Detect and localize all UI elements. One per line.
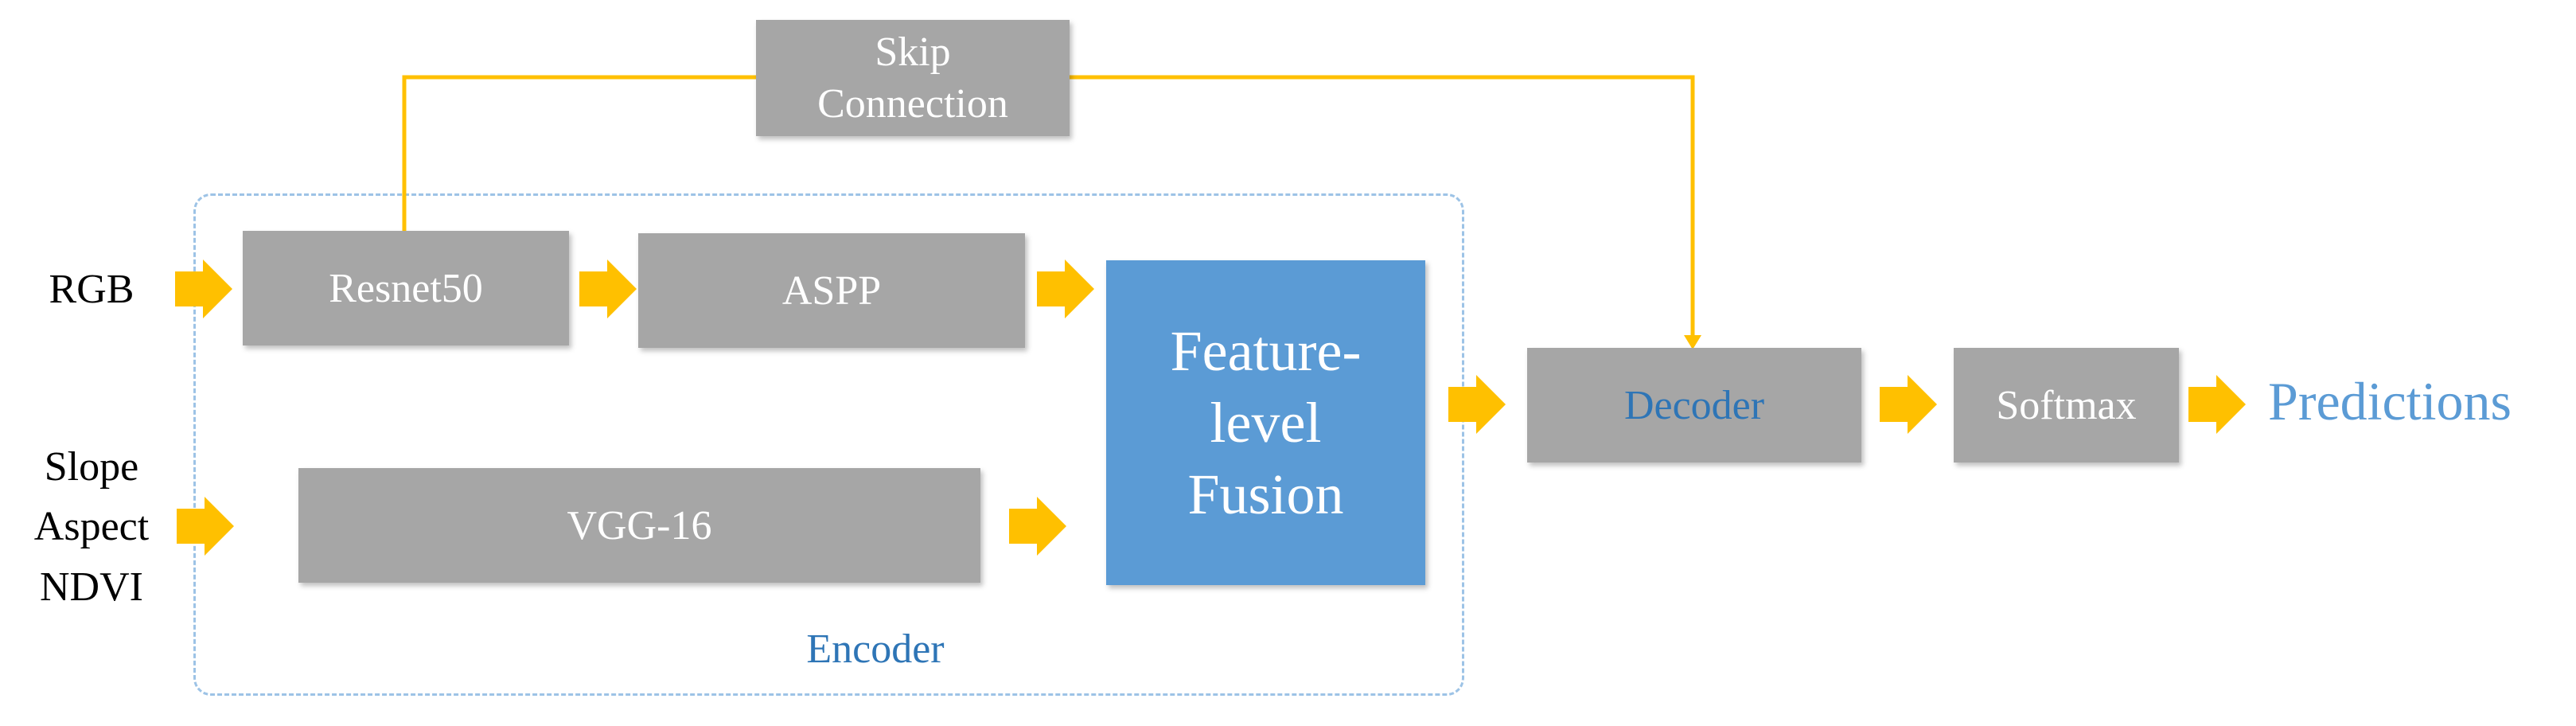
resnet-to-skip-line bbox=[402, 75, 756, 233]
encoder-frame bbox=[193, 193, 1464, 696]
decoder-block: Decoder bbox=[1527, 348, 1861, 463]
arrow-vgg-to-fusion bbox=[1009, 497, 1066, 556]
input-rgb-label: RGB bbox=[49, 267, 134, 312]
arrow-resnet-to-aspp bbox=[579, 260, 637, 318]
encoder-label: Encoder bbox=[806, 626, 945, 672]
input-slope-label: Slope bbox=[44, 444, 139, 490]
resnet50-block: Resnet50 bbox=[243, 231, 569, 345]
vgg16-block: VGG-16 bbox=[298, 468, 980, 583]
input-terrain-labels: Slope Aspect NDVI bbox=[8, 437, 175, 617]
resnet50-label: Resnet50 bbox=[329, 265, 483, 311]
skip-to-decoder-line bbox=[1070, 75, 1695, 335]
input-ndvi-label: NDVI bbox=[40, 564, 143, 610]
decoder-label: Decoder bbox=[1623, 382, 1765, 428]
decoder-line-arrowhead bbox=[1684, 335, 1701, 349]
fusion-label-line1: Feature- bbox=[1170, 319, 1362, 383]
skip-connection-label-line1: Skip bbox=[875, 29, 951, 75]
aspp-block: ASPP bbox=[638, 233, 1025, 348]
input-aspect-label: Aspect bbox=[33, 504, 150, 550]
vgg16-label: VGG-16 bbox=[567, 502, 712, 548]
softmax-block: Softmax bbox=[1954, 348, 2179, 463]
softmax-label: Softmax bbox=[1996, 382, 2137, 428]
skip-connection-block: Skip Connection bbox=[756, 20, 1070, 136]
arrow-fusion-to-decoder bbox=[1448, 375, 1506, 434]
arrow-aspp-to-fusion bbox=[1037, 260, 1094, 318]
arrow-rgb-to-resnet bbox=[175, 260, 232, 318]
skip-connection-label-line2: Connection bbox=[817, 81, 1008, 127]
arrow-inputs-to-vgg bbox=[177, 497, 234, 556]
aspp-label: ASPP bbox=[781, 267, 882, 314]
arrow-softmax-to-predictions bbox=[2188, 375, 2246, 434]
fusion-label-line3: Fusion bbox=[1187, 463, 1344, 526]
predictions-label: Predictions bbox=[2268, 371, 2512, 431]
feature-level-fusion-block: Feature- level Fusion bbox=[1106, 260, 1425, 585]
fusion-label-line2: level bbox=[1210, 391, 1322, 455]
arrow-decoder-to-softmax bbox=[1880, 375, 1937, 434]
